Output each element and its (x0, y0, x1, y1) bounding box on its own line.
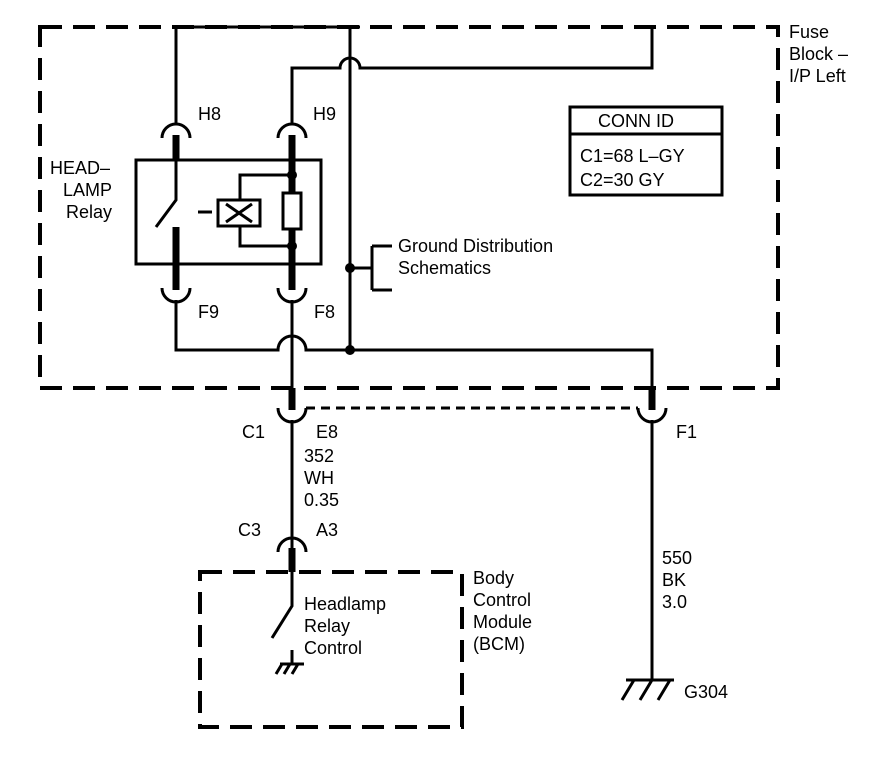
connector-h8 (160, 122, 192, 139)
bcm-boundary (198, 570, 464, 729)
bcm-switch-label-line3: Control (304, 638, 362, 658)
conn-id-line1: C1=68 L–GY (580, 146, 685, 166)
bcm-relay-control-switch (270, 572, 294, 639)
headlamp-relay-box (134, 158, 323, 266)
bcm-label-line3: Module (473, 612, 532, 632)
chassis-ground-icon (620, 678, 674, 701)
ground-distribution-line2: Schematics (398, 258, 491, 278)
bcm-internal-ground-icon (274, 650, 304, 675)
relay-label-line2: LAMP (63, 180, 112, 200)
terminal-f9: F9 (198, 302, 219, 322)
wire-352-circuit: 352 (304, 446, 334, 466)
fuse-block-label-line3: I/P Left (789, 66, 846, 86)
wire-550-circuit: 550 (662, 548, 692, 568)
bus-junction-bottom (345, 345, 355, 355)
bcm-switch-label-line1: Headlamp (304, 594, 386, 614)
terminal-h8: H8 (198, 104, 221, 124)
bcm-label-line2: Control (473, 590, 531, 610)
terminal-f1: F1 (676, 422, 697, 442)
wire-352-color: WH (304, 468, 334, 488)
relay-junction-bottom (287, 241, 297, 251)
connector-h9 (276, 122, 308, 139)
terminal-c1: C1 (242, 422, 265, 442)
terminal-a3: A3 (316, 520, 338, 540)
connector-a3 (276, 536, 308, 553)
bcm-label-line1: Body (473, 568, 514, 588)
relay-junction-top (287, 170, 297, 180)
connector-f1 (636, 407, 668, 424)
connector-f9 (160, 287, 192, 304)
terminal-e8: E8 (316, 422, 338, 442)
relay-label-line1: HEAD– (50, 158, 110, 178)
conn-id-line2: C2=30 GY (580, 170, 665, 190)
relay-resistor (281, 191, 303, 231)
connector-f8 (276, 287, 308, 304)
terminal-h9: H9 (313, 104, 336, 124)
wire-550-color: BK (662, 570, 686, 590)
ground-g304-label: G304 (684, 682, 728, 702)
relay-coil (216, 198, 262, 228)
terminal-c3: C3 (238, 520, 261, 540)
conn-id-title: CONN ID (598, 111, 674, 131)
wire-352-gauge: 0.35 (304, 490, 339, 510)
wire-550-gauge: 3.0 (662, 592, 687, 612)
bcm-label-line4: (BCM) (473, 634, 525, 654)
fuse-block-label-line1: Fuse (789, 22, 829, 42)
conn-id-box: CONN ID C1=68 L–GY C2=30 GY (568, 105, 724, 197)
ground-distribution-bracket (350, 244, 392, 292)
fuse-block-boundary (38, 25, 780, 390)
fuse-block-label-line2: Block – (789, 44, 848, 64)
relay-label-line3: Relay (66, 202, 112, 222)
ground-distribution-line1: Ground Distribution (398, 236, 553, 256)
bcm-switch-label-line2: Relay (304, 616, 350, 636)
relay-switch-contact (154, 160, 178, 228)
connector-e8 (276, 407, 308, 424)
terminal-f8: F8 (314, 302, 335, 322)
